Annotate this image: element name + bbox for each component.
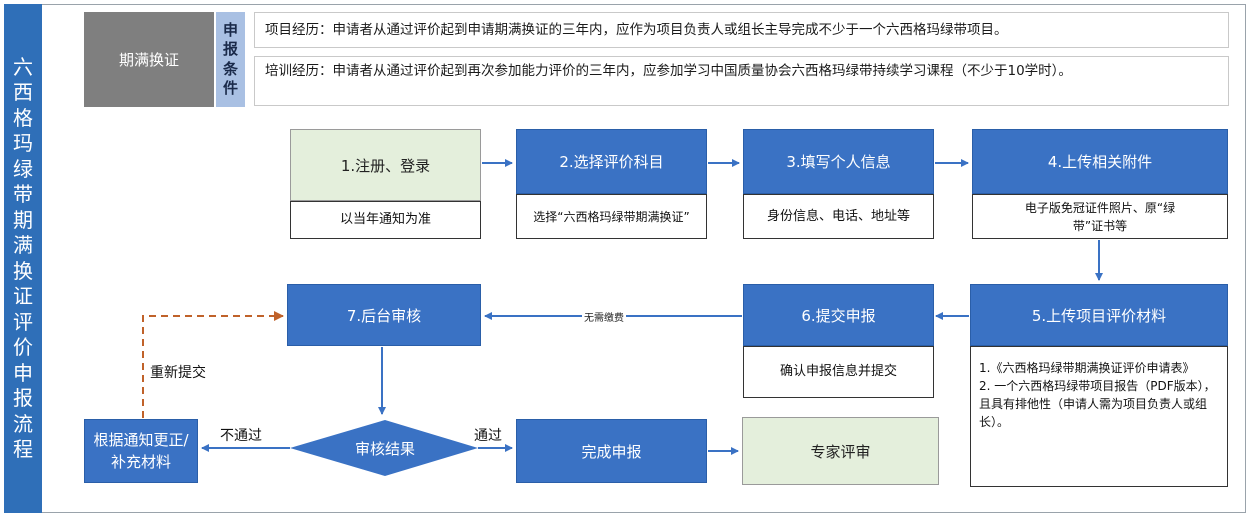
step-5-desc-2: 2. 一个六西格玛绿带项目报告（PDF版本），且具有排他性（申请人需为项目负责人…	[979, 379, 1216, 429]
step-1-desc: 以当年通知为准	[339, 212, 431, 227]
step-5-box: 5.上传项目评价材料	[970, 284, 1228, 346]
conditions-label: 期满换证	[84, 12, 214, 107]
step-4-desc-box: 电子版免冠证件照片、原“绿带”证书等	[972, 194, 1228, 239]
title-text: 六西格玛绿带期满换证评价申报流程	[13, 54, 33, 462]
step-6-box: 6.提交申报	[743, 284, 934, 346]
decision-text: 审核结果	[354, 439, 415, 458]
step-4-desc: 电子版免冠证件照片、原“绿带”证书等	[1024, 200, 1176, 233]
step-3-desc-box: 身份信息、电话、地址等	[743, 194, 934, 239]
step-4-box: 4.上传相关附件	[972, 129, 1228, 194]
label-fail: 不通过	[220, 428, 262, 444]
step-1-box: 1.注册、登录	[290, 129, 481, 201]
complete-box: 完成申报	[516, 419, 707, 483]
step-5-title: 5.上传项目评价材料	[1031, 306, 1167, 325]
step-3-desc: 身份信息、电话、地址等	[766, 208, 910, 224]
step-1-desc-box: 以当年通知为准	[290, 201, 481, 239]
step-7-title: 7.后台审核	[346, 306, 422, 325]
expert-review-box: 专家评审	[742, 417, 939, 485]
step-3-box: 3.填写个人信息	[743, 129, 934, 194]
label-no-fee: 无需缴费	[582, 309, 626, 324]
step-6-title: 6.提交申报	[801, 306, 876, 325]
conditions-label-text: 期满换证	[118, 51, 179, 69]
label-pass: 通过	[474, 428, 502, 444]
step-4-title: 4.上传相关附件	[1047, 153, 1153, 171]
step-6-desc: 确认申报信息并提交	[779, 364, 897, 379]
step-2-title: 2.选择评价科目	[559, 153, 664, 171]
step-7-box: 7.后台审核	[287, 284, 481, 346]
complete-text: 完成申报	[581, 442, 642, 461]
condition-project: 项目经历：申请者从通过评价起到申请期满换证的三年内，应作为项目负责人或组长主导完…	[254, 12, 1229, 48]
expert-review-text: 专家评审	[810, 442, 871, 461]
step-3-title: 3.填写个人信息	[786, 153, 891, 171]
vertical-title: 六西格玛绿带期满换证评价申报流程	[4, 4, 42, 513]
step-2-desc-box: 选择“六西格玛绿带期满换证”	[516, 194, 707, 239]
decision-label: 审核结果	[330, 434, 440, 462]
fix-materials-box: 根据通知更正/补充材料	[84, 419, 198, 483]
conditions-tag: 申报条件	[216, 12, 245, 107]
step-5-desc-1: 1.《六西格玛绿带期满换证评价申请表》	[979, 361, 1195, 375]
step-2-desc: 选择“六西格玛绿带期满换证”	[533, 209, 690, 224]
arrow-resubmit	[142, 311, 284, 418]
decision-diamond	[290, 420, 478, 476]
step-2-box: 2.选择评价科目	[516, 129, 707, 194]
fix-materials-text: 根据通知更正/补充材料	[93, 431, 189, 471]
label-resubmit: 重新提交	[150, 365, 206, 381]
condition-training: 培训经历：申请者从通过评价起到再次参加能力评价的三年内，应参加学习中国质量协会六…	[254, 56, 1229, 106]
step-1-title: 1.注册、登录	[340, 156, 431, 175]
step-6-desc-box: 确认申报信息并提交	[743, 346, 934, 398]
conditions-tag-text: 申报条件	[222, 20, 238, 98]
step-5-desc-box: 1.《六西格玛绿带期满换证评价申请表》 2. 一个六西格玛绿带项目报告（PDF版…	[970, 346, 1228, 487]
